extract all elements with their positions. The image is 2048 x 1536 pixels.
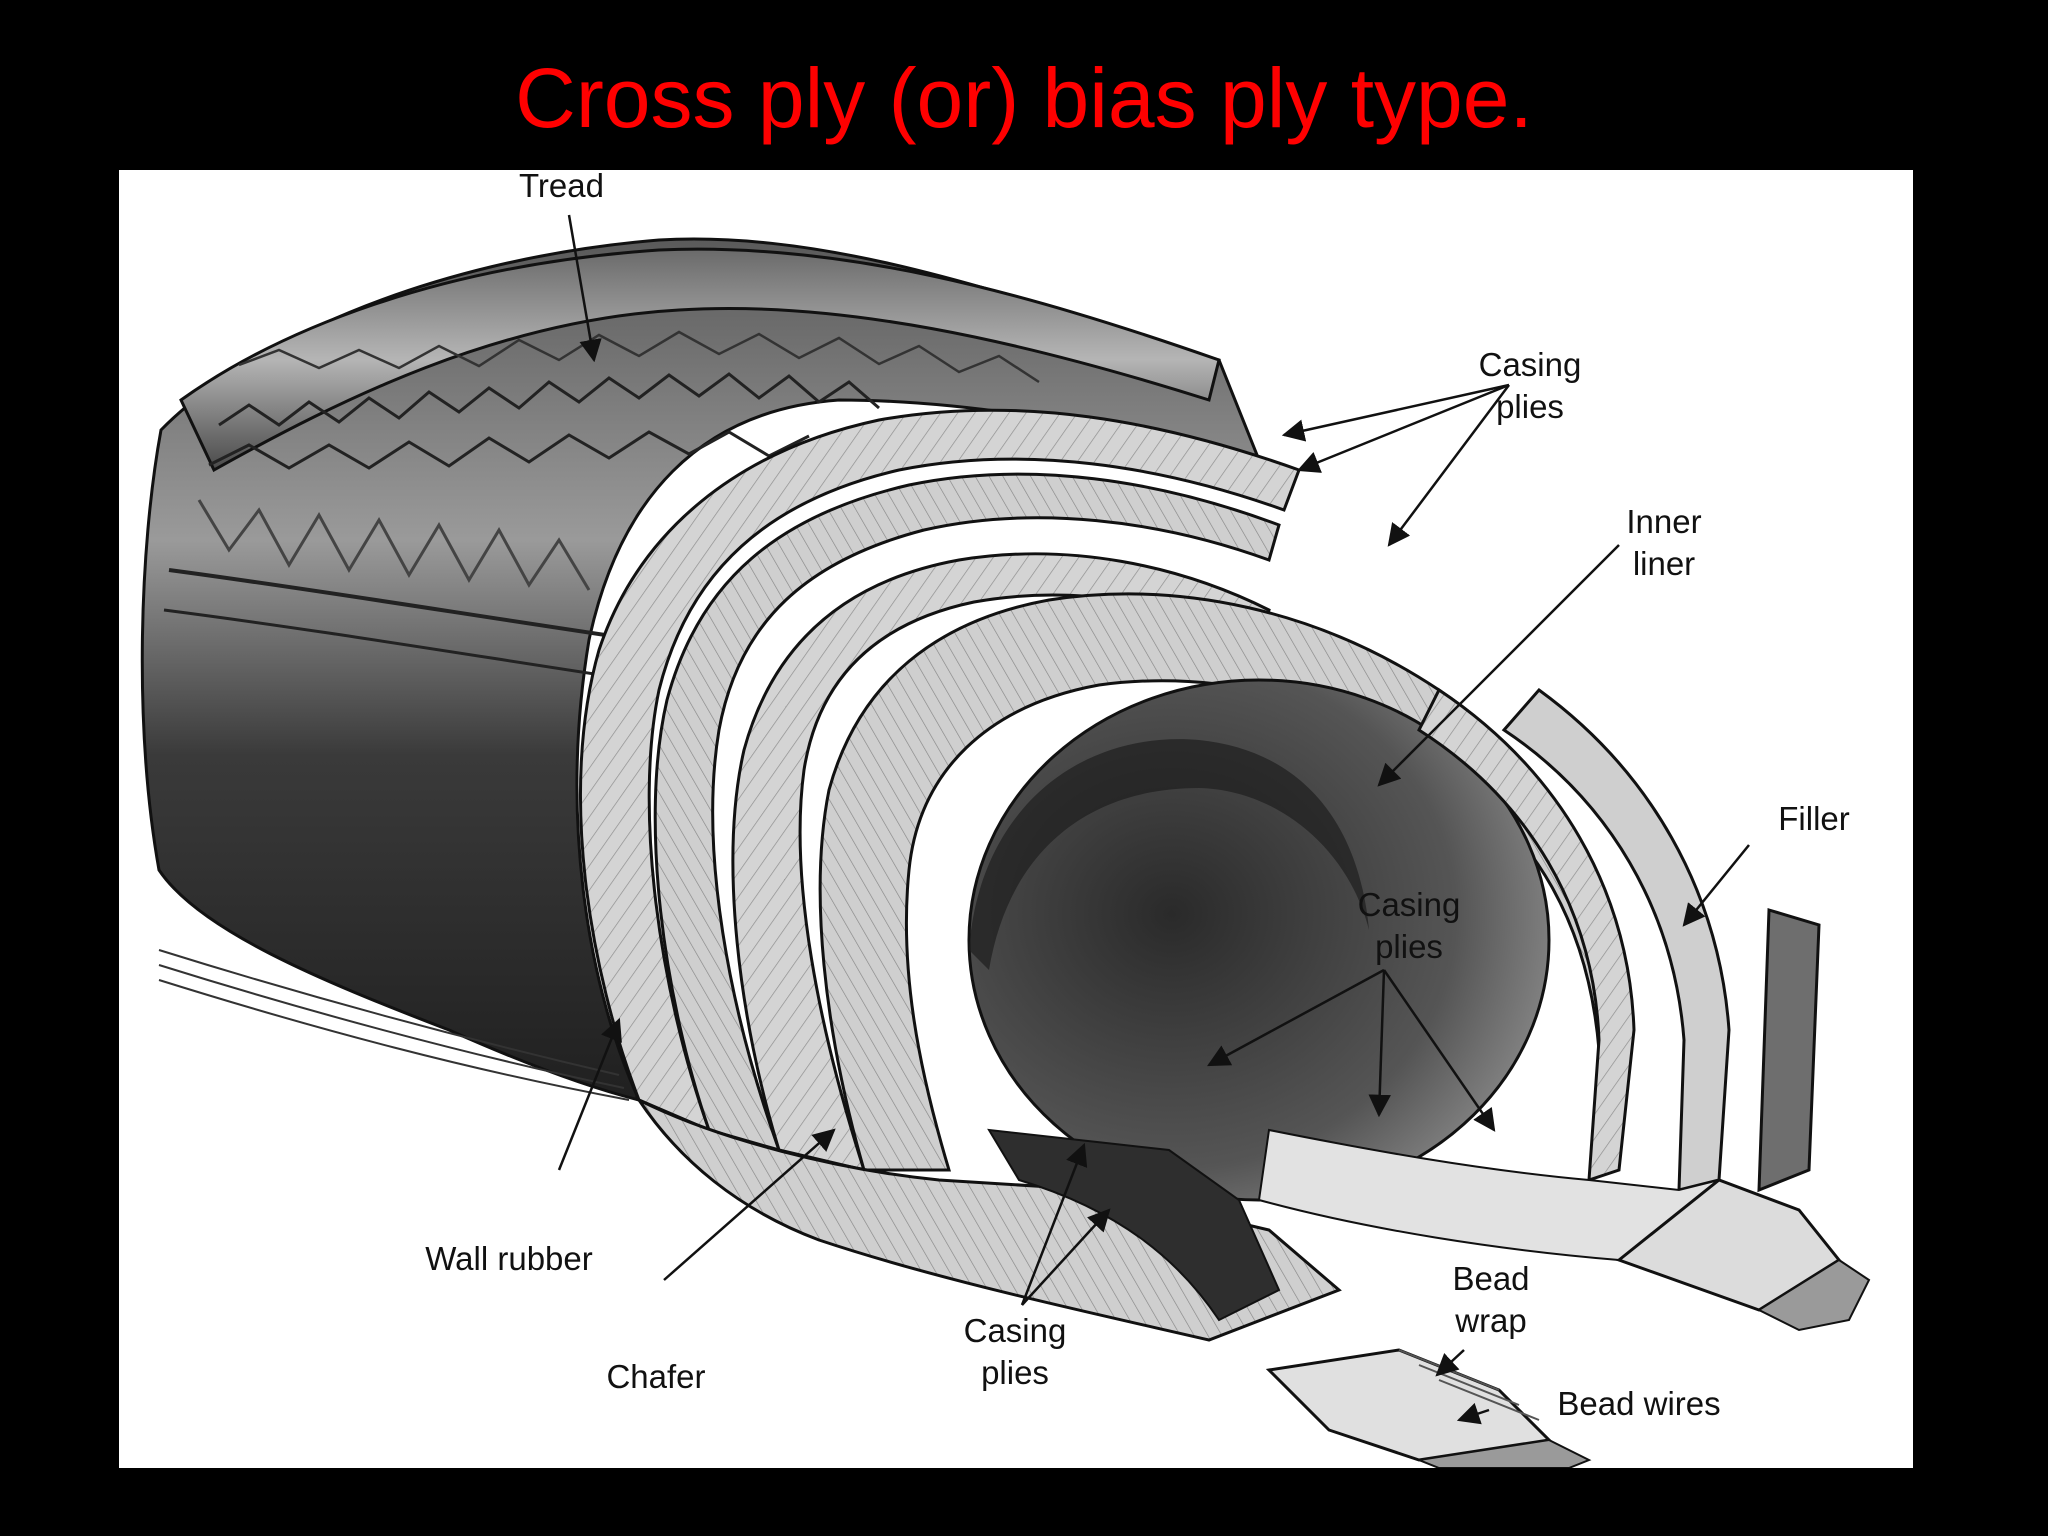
label-casing-plies-top-line2: plies <box>1496 388 1564 425</box>
label-chafer: Chafer <box>606 1358 705 1395</box>
tire-illustration: Tread Casing plies Inner liner Filler Ca… <box>140 170 1871 1468</box>
label-casing-plies-bottom-line2: plies <box>981 1354 1049 1391</box>
leader-lines <box>557 214 1750 1425</box>
label-tread: Tread <box>519 170 604 204</box>
tire-cross-section-figure: Tread Casing plies Inner liner Filler Ca… <box>119 170 1913 1468</box>
label-bead-wrap-line2: wrap <box>1454 1302 1527 1339</box>
casing-plies-top-leader-1 <box>1281 383 1510 442</box>
lower-bead-area <box>634 1096 1592 1468</box>
filler-leader <box>1682 844 1750 927</box>
bead-wires-leader <box>1456 1402 1490 1425</box>
tread-leader <box>567 214 602 363</box>
chafer-leader <box>663 1128 836 1281</box>
label-casing-plies-mid-line2: plies <box>1375 928 1443 965</box>
casing-plies-mid-leader-2 <box>1368 969 1391 1118</box>
casing-plies-mid-leader-1 <box>1207 968 1385 1067</box>
casing-plies-top-leader-2 <box>1296 383 1510 473</box>
tire-outer-body <box>140 237 1262 1103</box>
label-filler: Filler <box>1778 800 1850 837</box>
label-casing-plies-bottom-line1: Casing <box>964 1312 1067 1349</box>
diagram-labels: Tread Casing plies Inner liner Filler Ca… <box>425 170 1850 1422</box>
bead-wrap-leader <box>1435 1349 1465 1377</box>
inner-liner-leader <box>1377 544 1620 787</box>
slide-title: Cross ply (or) bias ply type. <box>515 51 1533 145</box>
label-casing-plies-mid-line1: Casing <box>1358 886 1461 923</box>
inner-liner <box>818 592 1621 1202</box>
label-inner-liner-line1: Inner <box>1626 503 1701 540</box>
label-casing-plies-top-line1: Casing <box>1479 346 1582 383</box>
label-wall-rubber: Wall rubber <box>425 1240 593 1277</box>
label-bead-wires: Bead wires <box>1557 1385 1720 1422</box>
label-bead-wrap-line1: Bead <box>1452 1260 1529 1297</box>
wall-rubber-leader <box>557 1017 622 1171</box>
label-inner-liner-line2: liner <box>1633 545 1695 582</box>
casing-plies-bottom-leader-2 <box>1021 1208 1111 1306</box>
casing-plies-bottom-leader-1 <box>1020 1142 1088 1306</box>
right-side-wall <box>1257 687 1871 1332</box>
casing-plies-mid-leader-3 <box>1382 969 1496 1132</box>
casing-plies-top-leader-3 <box>1387 384 1510 547</box>
